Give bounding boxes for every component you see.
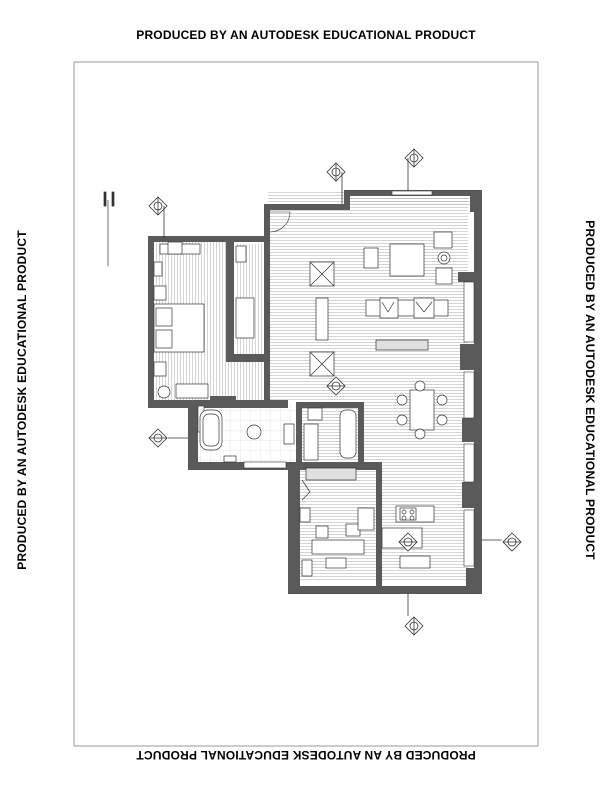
watermark-top: PRODUCED BY AN AUTODESK EDUCATIONAL PROD…	[136, 28, 476, 42]
sheet-frame	[73, 61, 539, 747]
study-furniture	[299, 467, 375, 577]
bedroom-furniture	[153, 241, 255, 399]
entry-door	[269, 211, 291, 233]
scale-bar-icon	[103, 191, 115, 266]
kitchen-furniture	[381, 505, 435, 569]
living-furniture	[309, 231, 453, 440]
section-marker-icon	[148, 148, 522, 636]
bath-fixtures	[199, 407, 357, 463]
